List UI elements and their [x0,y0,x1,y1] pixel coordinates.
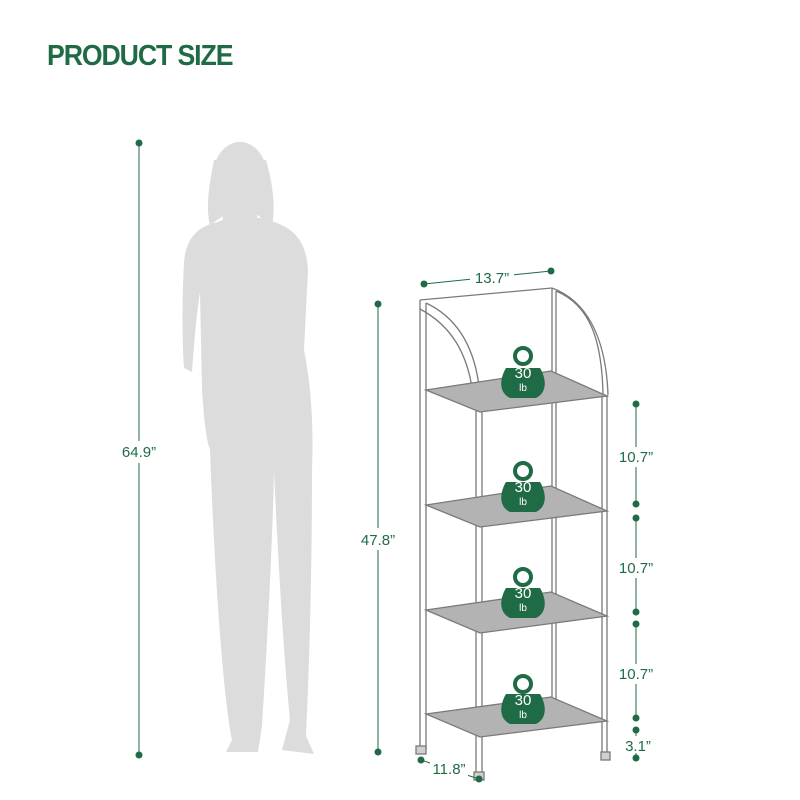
bottom-clearance-label: 3.1” [625,738,651,755]
page-title: PRODUCT SIZE [47,40,233,72]
shelf-unit [415,287,611,781]
person-height-label: 64.9” [122,444,156,461]
width-label: 13.7” [475,270,509,287]
bottom-clearance-dimension: 3.1” [620,726,656,762]
weight-value: 30 [515,479,532,496]
weight-unit: lb [519,497,527,508]
weight-badge-1: 30 lb [501,346,545,398]
depth-label: 11.8” [432,761,465,778]
tier-gap-dimension-3: 10.7” [612,620,660,722]
weight-badge-3: 30 lb [501,567,545,618]
weight-badge-2: 30 lb [501,461,545,512]
weight-value: 30 [515,585,532,602]
person-silhouette [182,142,314,754]
tier-gap-label-2: 10.7” [619,560,653,577]
weight-unit: lb [519,603,527,614]
weight-value: 30 [515,692,532,709]
shelf-height-label: 47.8” [361,532,395,549]
weight-value: 30 [515,365,532,382]
shelf-height-dimension: 47.8” [354,300,402,756]
depth-dimension: 11.8” [417,756,483,783]
tier-gap-dimension-2: 10.7” [612,514,660,616]
weight-unit: lb [519,710,527,721]
width-dimension: 13.7” [420,267,555,288]
person-height-dimension: 64.9” [114,139,164,759]
weight-badge-4: 30 lb [501,674,545,724]
tier-gap-dimension-1: 10.7” [612,400,660,508]
tier-gap-label-1: 10.7” [619,449,653,466]
tier-gap-label-3: 10.7” [619,666,653,683]
weight-unit: lb [519,383,527,394]
